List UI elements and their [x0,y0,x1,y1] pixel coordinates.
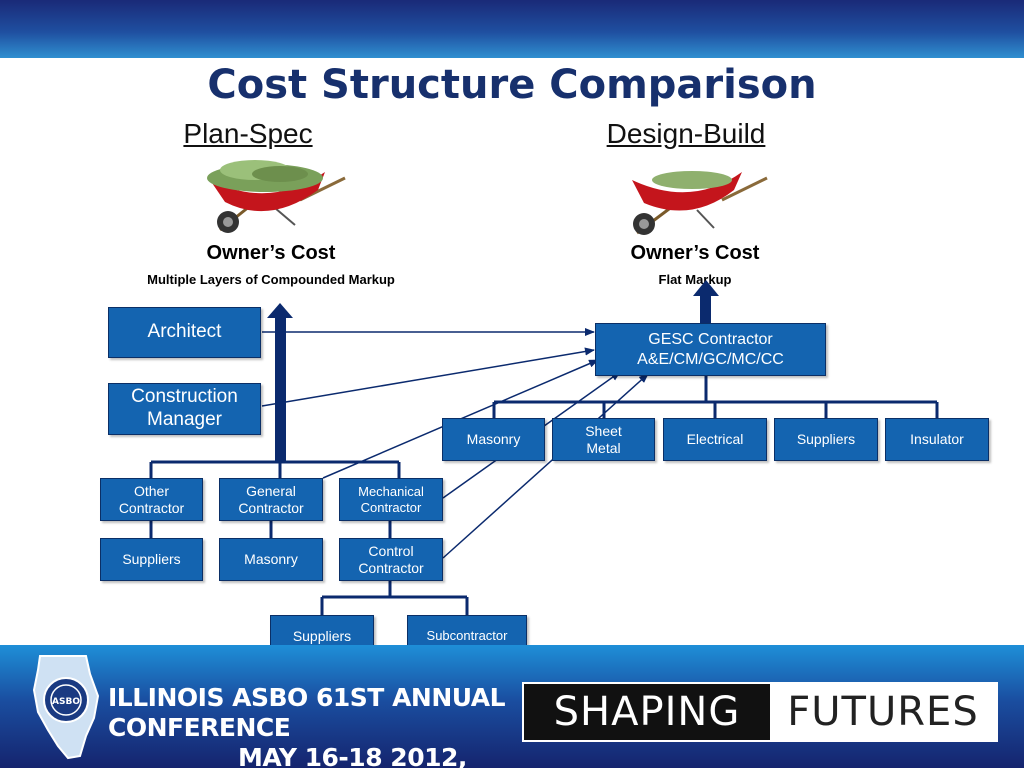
suppliers-left-box: Suppliers [100,538,203,581]
design-build-heading: Design-Build [606,118,766,149]
slide-title: Cost Structure Comparison [207,62,817,108]
other-contractor-box: Other Contractor [100,478,203,521]
control-contractor-box: Control Contractor [339,538,443,581]
gesc-contractor-title: GESC Contractor [648,331,773,349]
masonry-right-box: Masonry [442,418,545,461]
plan-spec-markup-note: Multiple Layers of Compounded Markup [147,272,395,287]
shaping-word: SHAPING [524,684,770,740]
insulator-box: Insulator [885,418,989,461]
gesc-contractor-box: GESC Contractor A&E/CM/GC/MC/CC [595,323,826,376]
illinois-asbo-logo: ASBO [32,655,100,760]
logo-text: ASBO [52,697,80,707]
sheet-metal-box: Sheet Metal [552,418,655,461]
general-contractor-box: General Contractor [219,478,323,521]
conference-line-2: MAY 16-18 2012, PEORIA, IL [238,743,467,768]
suppliers-right-box: Suppliers [774,418,878,461]
wheelbarrow-money-icon [207,160,346,233]
plan-spec-owner-cost: Owner’s Cost [206,242,336,264]
construction-manager-box: Construction Manager [108,383,261,435]
wheelbarrow-money-icon [632,171,768,235]
conference-line-1: ILLINOIS ASBO 61ST ANNUAL CONFERENCE [108,683,506,742]
design-build-owner-cost: Owner’s Cost [630,242,760,264]
plan-spec-heading: Plan-Spec [183,118,313,149]
design-build-markup-note: Flat Markup [658,272,732,287]
conference-text: ILLINOIS ASBO 61ST ANNUAL CONFERENCE MAY… [108,683,513,768]
top-banner [0,0,1024,58]
architect-box: Architect [108,307,261,358]
gesc-contractor-roles: A&E/CM/GC/MC/CC [637,350,784,368]
shaping-futures-logo: SHAPING FUTURES [522,682,998,742]
masonry-left-box: Masonry [219,538,323,581]
mechanical-contractor-box: Mechanical Contractor [339,478,443,521]
futures-word: FUTURES [770,684,996,740]
electrical-box: Electrical [663,418,767,461]
